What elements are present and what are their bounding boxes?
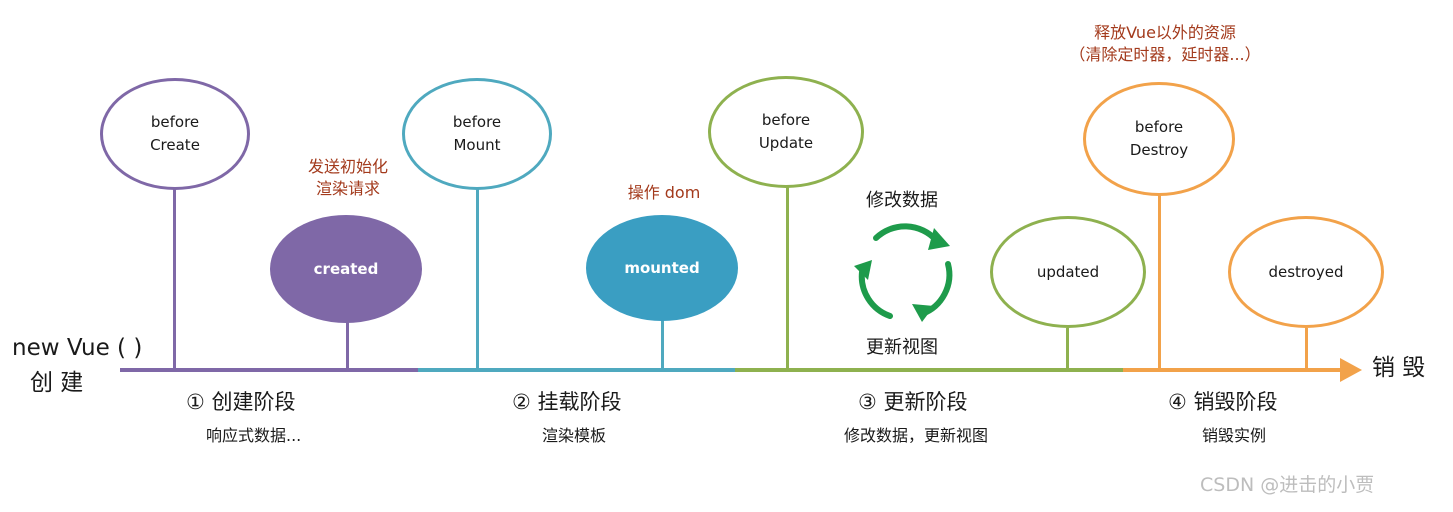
before-mount-line2: Mount — [453, 136, 501, 154]
mounted-note: 操作 dom — [627, 183, 701, 202]
cycle-top-label: 修改数据 — [866, 190, 938, 211]
stage-create-desc: 响应式数据... — [206, 426, 302, 445]
destroyed-stem — [1305, 328, 1308, 370]
refresh-cycle-icon — [854, 223, 953, 322]
before-destroy-stem — [1158, 194, 1161, 370]
before-update-stem — [786, 186, 789, 370]
watermark: CSDN @进击的小贾 — [1200, 474, 1375, 496]
before-create-line1: before — [150, 113, 200, 131]
created-note: 发送初始化 渲染请求 — [292, 156, 404, 200]
start-label: new Vue ( ) — [12, 335, 143, 361]
stage-mount-title: ② 挂载阶段 — [512, 390, 622, 414]
before-destroy-line2: Destroy — [1129, 141, 1189, 159]
stage-destroy-desc: 销毁实例 — [1202, 426, 1267, 445]
before-destroy-note-line2: （清除定时器，延时器...） — [1069, 45, 1261, 64]
timeline-arrowhead — [1340, 358, 1362, 382]
updated-stem — [1066, 328, 1069, 370]
stage-destroy-title: ④ 销毁阶段 — [1168, 390, 1278, 414]
stage-update-title: ③ 更新阶段 — [858, 390, 968, 414]
before-destroy-note-line1: 释放Vue以外的资源 — [1094, 23, 1236, 42]
destroyed-label: destroyed — [1268, 262, 1344, 281]
before-create-stem — [173, 188, 176, 370]
start-sub-label: 创 建 — [30, 370, 84, 396]
mounted-node: mounted — [586, 215, 738, 321]
before-mount-stem — [476, 188, 479, 370]
created-note-line1: 发送初始化 — [307, 157, 388, 176]
created-stem — [346, 320, 349, 370]
stage-update-desc: 修改数据，更新视图 — [844, 426, 989, 445]
created-node: created — [270, 215, 422, 323]
mounted-label: mounted — [624, 258, 700, 277]
end-label: 销 毁 — [1372, 355, 1426, 381]
stage-create-title: ① 创建阶段 — [186, 390, 296, 414]
before-update-line1: before — [761, 111, 811, 129]
before-destroy-note: 释放Vue以外的资源 （清除定时器，延时器...） — [1040, 22, 1290, 66]
stage-mount-desc: 渲染模板 — [542, 426, 607, 445]
before-mount-line1: before — [452, 113, 502, 131]
created-label: created — [313, 259, 379, 278]
updated-node: updated — [990, 216, 1146, 328]
created-note-line2: 渲染请求 — [315, 179, 380, 198]
cycle-bottom-label: 更新视图 — [866, 337, 938, 358]
destroyed-node: destroyed — [1228, 216, 1384, 328]
mounted-stem — [661, 318, 664, 370]
before-destroy-line1: before — [1134, 118, 1184, 136]
before-create-line2: Create — [150, 136, 200, 154]
before-update-line2: Update — [758, 134, 814, 152]
updated-label: updated — [1036, 262, 1100, 281]
